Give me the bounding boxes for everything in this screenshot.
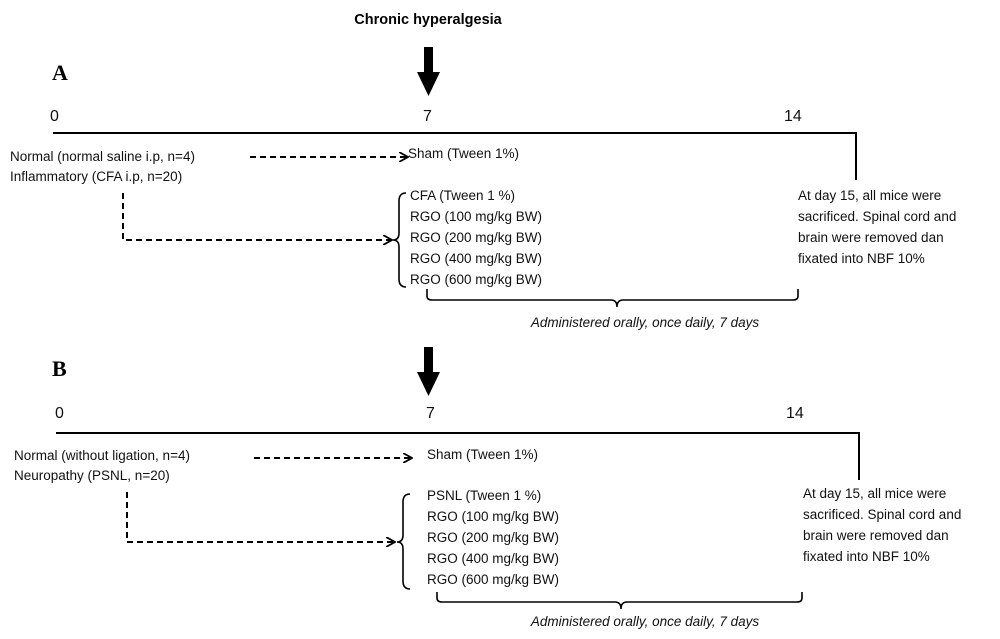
panel-b-endpoint-line-3: brain were removed dan <box>803 528 949 543</box>
panel-a-administration-note: Administered orally, once daily, 7 days <box>530 315 760 330</box>
panel-a-treatment-4: RGO (400 mg/kg BW) <box>410 251 542 266</box>
panel-a-down-arrow-icon <box>417 47 440 96</box>
panel-a-endpoint-line-3: brain were removed dan <box>798 230 944 245</box>
panel-b-endpoint-line-1: At day 15, all mice were <box>803 486 946 501</box>
panel-b-down-arrow-icon <box>417 347 440 396</box>
panel-b-sham-group: Sham (Tween 1%) <box>427 447 538 462</box>
panel-b-group-normal: Normal (without ligation, n=4) <box>14 448 190 463</box>
panel-b-day-7: 7 <box>426 405 435 422</box>
panel-b-administration-note: Administered orally, once daily, 7 days <box>530 614 760 629</box>
panel-a-label: A <box>52 60 68 85</box>
panel-b-label: B <box>52 356 67 381</box>
panel-b-day-0: 0 <box>55 405 64 422</box>
panel-b-group-brace <box>396 493 411 590</box>
panel-a: A 0 7 14 Normal (normal saline i.p, n=4)… <box>10 47 956 330</box>
panel-b-duration-brace <box>436 592 803 610</box>
panel-b-disease-to-treatments-arrow <box>126 492 395 542</box>
panel-a-group-brace <box>392 192 407 288</box>
panel-b-treatment-3: RGO (200 mg/kg BW) <box>427 530 559 545</box>
panel-b-endpoint-line-4: fixated into NBF 10% <box>803 549 930 564</box>
panel-b-group-disease: Neuropathy (PSNL, n=20) <box>14 468 170 483</box>
panel-b-timeline-line <box>56 432 860 480</box>
panel-a-duration-brace <box>426 289 799 308</box>
panel-a-endpoint-line-4: fixated into NBF 10% <box>798 251 925 266</box>
panel-b-day-14: 14 <box>786 405 804 422</box>
chronic-hyperalgesia-header: Chronic hyperalgesia <box>354 12 502 28</box>
panel-a-endpoint-line-2: sacrificed. Spinal cord and <box>798 209 956 224</box>
panel-a-sham-group: Sham (Tween 1%) <box>408 146 519 161</box>
panel-a-timeline-line <box>53 132 857 180</box>
panel-b-endpoint-line-2: sacrificed. Spinal cord and <box>803 507 961 522</box>
panel-a-disease-to-treatments-arrow <box>122 193 392 240</box>
panel-b-treatment-5: RGO (600 mg/kg BW) <box>427 572 559 587</box>
panel-a-treatment-2: RGO (100 mg/kg BW) <box>410 209 542 224</box>
panel-b: B 0 7 14 Normal (without ligation, n=4) … <box>14 347 961 629</box>
panel-a-group-disease: Inflammatory (CFA i.p, n=20) <box>10 169 182 184</box>
panel-a-treatment-1: CFA (Tween 1 %) <box>410 188 515 203</box>
panel-a-treatment-5: RGO (600 mg/kg BW) <box>410 272 542 287</box>
panel-a-group-normal: Normal (normal saline i.p, n=4) <box>10 149 195 164</box>
panel-b-treatment-1: PSNL (Tween 1 %) <box>427 488 541 503</box>
panel-a-day-14: 14 <box>784 108 802 125</box>
panel-a-day-0: 0 <box>50 108 59 125</box>
panel-b-treatment-4: RGO (400 mg/kg BW) <box>427 551 559 566</box>
panel-a-endpoint-line-1: At day 15, all mice were <box>798 188 941 203</box>
panel-b-treatment-2: RGO (100 mg/kg BW) <box>427 509 559 524</box>
panel-a-treatment-3: RGO (200 mg/kg BW) <box>410 230 542 245</box>
panel-a-day-7: 7 <box>423 108 432 125</box>
